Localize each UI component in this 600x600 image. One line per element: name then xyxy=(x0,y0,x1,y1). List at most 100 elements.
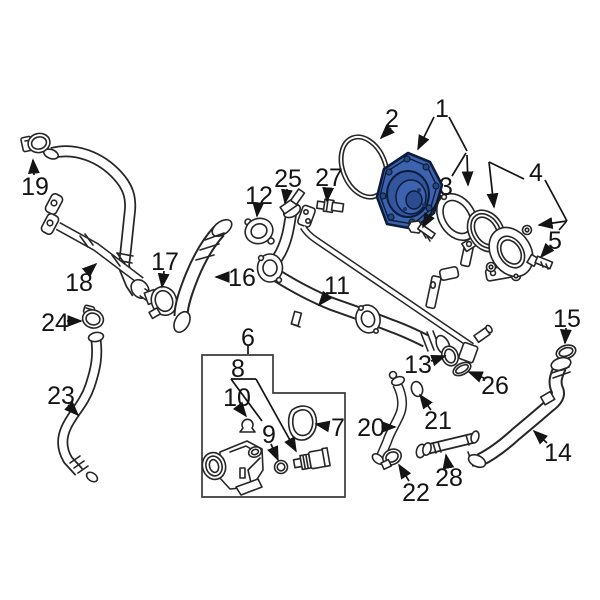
callout-number-22[interactable]: 22 xyxy=(402,479,430,507)
o-ring-9 xyxy=(273,459,289,475)
callout-number-20[interactable]: 20 xyxy=(357,414,385,442)
callout-leader-line xyxy=(539,242,555,259)
hose-clamp-19 xyxy=(20,132,51,154)
callout-number-12[interactable]: 12 xyxy=(245,182,273,210)
callout-leader-line xyxy=(422,194,442,229)
callout-leader-line xyxy=(322,186,335,203)
callout-leader-line xyxy=(486,161,499,209)
callout-14[interactable]: 14 xyxy=(544,439,572,467)
callout-number-4[interactable]: 4 xyxy=(529,159,543,187)
callout-number-8[interactable]: 8 xyxy=(231,355,245,383)
callout-number-3[interactable]: 3 xyxy=(439,173,453,201)
callout-11[interactable]: 11 xyxy=(324,272,350,300)
callout-number-11[interactable]: 11 xyxy=(324,272,350,300)
callout-4[interactable]: 4 xyxy=(529,159,543,187)
callout-7[interactable]: 7 xyxy=(331,414,345,442)
callout-number-23[interactable]: 23 xyxy=(47,382,75,410)
callout-8[interactable]: 8 xyxy=(231,355,245,383)
flange-plate-4 xyxy=(485,224,534,282)
bypass-hose-20 xyxy=(371,370,408,465)
callout-leader-line xyxy=(537,217,568,229)
callout-leader-line xyxy=(314,420,331,433)
callout-leader-line xyxy=(558,221,567,231)
callout-number-1[interactable]: 1 xyxy=(435,95,449,123)
callout-leader-line xyxy=(488,161,525,180)
callout-leader-line xyxy=(451,152,467,177)
callout-5[interactable]: 5 xyxy=(548,227,562,255)
callout-number-28[interactable]: 28 xyxy=(435,464,463,492)
callout-2[interactable]: 2 xyxy=(385,105,399,133)
callout-leader-line xyxy=(27,158,40,176)
callout-6[interactable]: 6 xyxy=(241,324,255,352)
callout-28[interactable]: 28 xyxy=(435,464,463,492)
callout-number-25[interactable]: 25 xyxy=(274,165,302,193)
hose-clamp-24 xyxy=(81,304,105,329)
callout-leader-line xyxy=(252,201,265,218)
callout-number-7[interactable]: 7 xyxy=(331,414,345,442)
callout-number-2[interactable]: 2 xyxy=(385,105,399,133)
callout-leader-line xyxy=(81,262,98,278)
callout-26[interactable]: 26 xyxy=(481,372,509,400)
retainer-clip-10 xyxy=(239,418,256,433)
callout-number-5[interactable]: 5 xyxy=(548,227,562,255)
radiator-hose-16 xyxy=(173,218,233,334)
callout-24[interactable]: 24 xyxy=(41,309,69,337)
callout-16[interactable]: 16 xyxy=(228,264,256,292)
callout-number-24[interactable]: 24 xyxy=(41,309,69,337)
callout-number-17[interactable]: 17 xyxy=(151,248,179,276)
callout-number-13[interactable]: 13 xyxy=(404,351,432,379)
callout-leader-line xyxy=(379,124,395,140)
callout-3[interactable]: 3 xyxy=(439,173,453,201)
callout-10[interactable]: 10 xyxy=(223,384,251,412)
hose-clamp-15 xyxy=(555,344,577,360)
callout-20[interactable]: 20 xyxy=(357,414,385,442)
callout-number-27[interactable]: 27 xyxy=(315,164,343,192)
radiator-hose-14 xyxy=(467,356,572,469)
callout-number-9[interactable]: 9 xyxy=(262,421,276,449)
callout-number-10[interactable]: 10 xyxy=(223,384,251,412)
callout-number-16[interactable]: 16 xyxy=(228,264,256,292)
callout-leader-line xyxy=(398,463,412,482)
callout-leader-line xyxy=(559,327,572,345)
callout-12[interactable]: 12 xyxy=(245,182,273,210)
callout-number-15[interactable]: 15 xyxy=(553,305,581,333)
callout-27[interactable]: 27 xyxy=(315,164,343,192)
thermostat-gasket-7 xyxy=(287,405,318,441)
callout-number-19[interactable]: 19 xyxy=(21,173,49,201)
callout-leader-line xyxy=(532,429,549,445)
thermostat-housing xyxy=(201,440,264,496)
callout-leader-line xyxy=(157,270,170,289)
callout-leader-line xyxy=(317,290,333,307)
callout-leader-line xyxy=(430,354,447,367)
callout-leader-line xyxy=(461,154,474,187)
callout-number-21[interactable]: 21 xyxy=(424,407,452,435)
callout-9[interactable]: 9 xyxy=(262,421,276,449)
callout-18[interactable]: 18 xyxy=(65,269,93,297)
callout-number-26[interactable]: 26 xyxy=(481,372,509,400)
callout-15[interactable]: 15 xyxy=(553,305,581,333)
callout-1[interactable]: 1 xyxy=(435,95,449,123)
callout-leader-line xyxy=(417,116,435,151)
callout-13[interactable]: 13 xyxy=(404,351,432,379)
callout-leader-line xyxy=(232,401,248,418)
callout-leader-line xyxy=(267,443,279,462)
callout-25[interactable]: 25 xyxy=(274,165,302,193)
bolt-5 xyxy=(526,253,554,270)
callout-number-6[interactable]: 6 xyxy=(241,324,255,352)
callout-22[interactable]: 22 xyxy=(402,479,430,507)
callout-21[interactable]: 21 xyxy=(424,407,452,435)
o-ring-21 xyxy=(410,380,424,398)
callout-number-18[interactable]: 18 xyxy=(65,269,93,297)
gasket-12 xyxy=(244,217,275,245)
pump-bolt-3 xyxy=(407,220,436,242)
callout-23[interactable]: 23 xyxy=(47,382,75,410)
callout-19[interactable]: 19 xyxy=(21,173,49,201)
callout-leader-line xyxy=(230,378,263,422)
callout-leader-line xyxy=(418,393,433,411)
callout-number-14[interactable]: 14 xyxy=(544,439,572,467)
temperature-sensor-27 xyxy=(315,198,345,214)
callout-17[interactable]: 17 xyxy=(151,248,179,276)
